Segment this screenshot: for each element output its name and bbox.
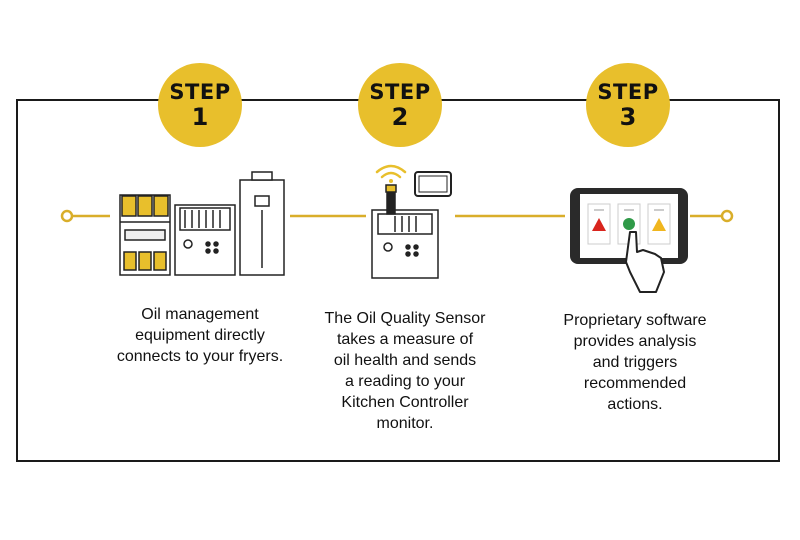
step-3-description: Proprietary software provides analysis a… bbox=[563, 312, 707, 413]
step-1-word: STEP bbox=[169, 79, 231, 104]
fryer-system-illustration bbox=[119, 171, 285, 276]
step-3-badge: STEP 3 bbox=[586, 63, 670, 147]
step-3-word: STEP bbox=[597, 79, 659, 104]
step-1-number: 1 bbox=[191, 102, 209, 131]
step-1-badge: STEP 1 bbox=[158, 63, 242, 147]
step-2-number: 2 bbox=[391, 102, 409, 131]
controller-monitor-icon bbox=[414, 171, 452, 197]
step-2-word: STEP bbox=[369, 79, 431, 104]
wifi-icon bbox=[375, 164, 407, 183]
step-3-number: 3 bbox=[619, 102, 637, 131]
pointing-hand-icon bbox=[625, 231, 665, 293]
step-2-badge: STEP 2 bbox=[358, 63, 442, 147]
step-1-description: Oil management equipment directly connec… bbox=[116, 306, 284, 365]
connector-line bbox=[60, 209, 734, 223]
oil-sensor-fryer-illustration bbox=[371, 184, 439, 279]
step-2-description: The Oil Quality Sensor takes a measure o… bbox=[324, 310, 486, 432]
